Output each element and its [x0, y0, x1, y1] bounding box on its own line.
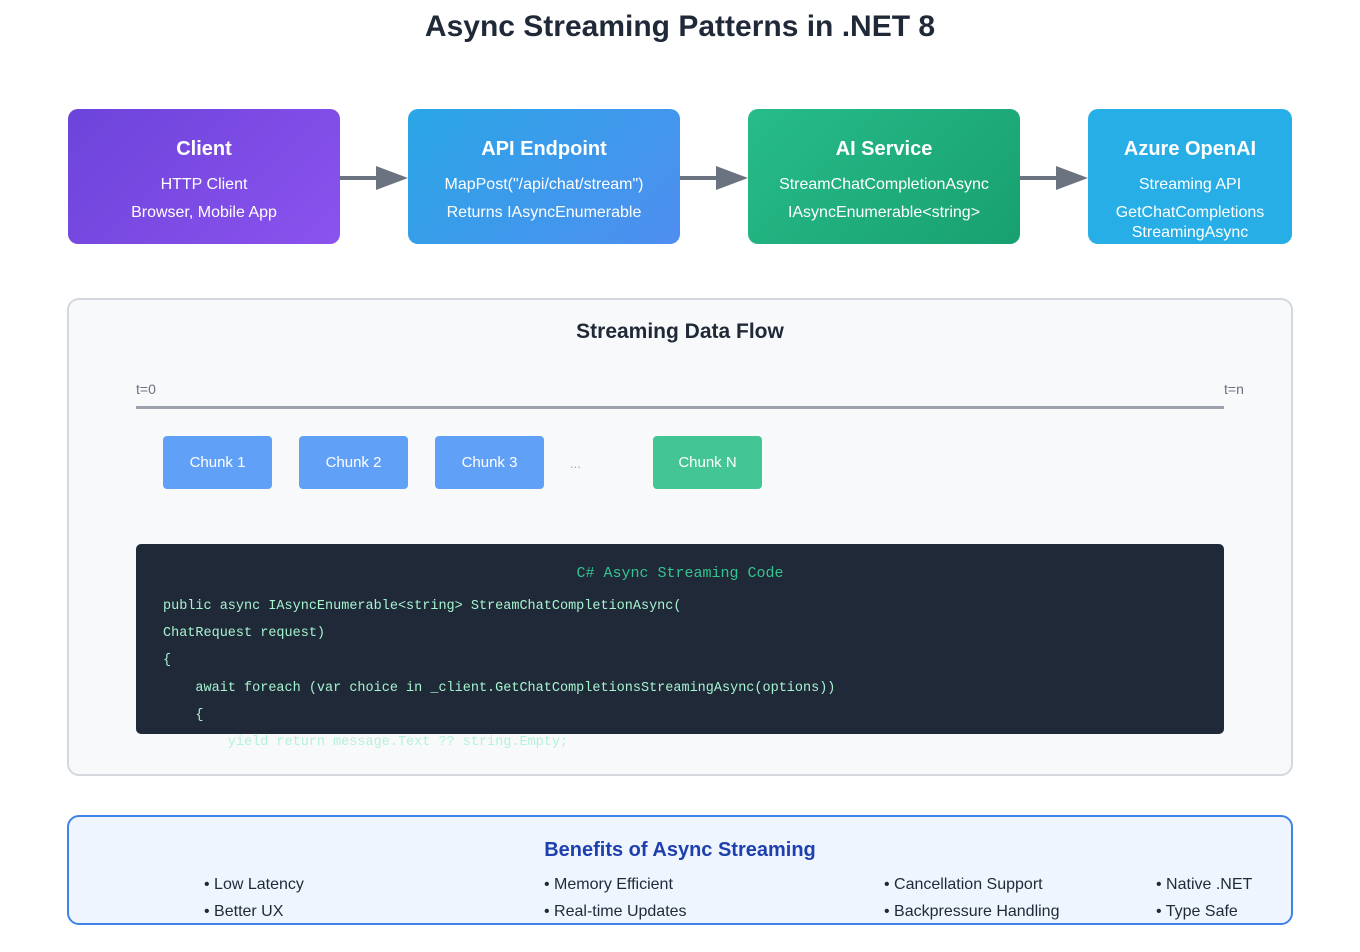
timeline-end-label: t=n — [1224, 381, 1244, 397]
azure-line-1: Streaming API — [1138, 176, 1242, 193]
arrow-client-to-api — [340, 166, 408, 190]
azure-openai-box: Azure OpenAI Streaming API GetChatComple… — [1088, 109, 1292, 244]
page-title: Async Streaming Patterns in .NET 8 — [424, 10, 936, 43]
api-line-2: Returns IAsyncEnumerable — [446, 204, 642, 221]
chunk-1: Chunk 1 — [163, 436, 272, 489]
api-title: API Endpoint — [481, 138, 607, 160]
benefit-item: • Type Safe — [1156, 903, 1238, 920]
code-block — [136, 544, 1224, 734]
code-line-4: await foreach (var choice in _client.Get… — [163, 681, 836, 696]
code-line-1: public async IAsyncEnumerable<string> St… — [163, 599, 682, 614]
code-title: C# Async Streaming Code — [576, 565, 784, 582]
benefit-item: • Low Latency — [204, 876, 304, 893]
benefit-item: • Native .NET — [1156, 876, 1253, 893]
chunk-3: Chunk 3 — [435, 436, 544, 489]
benefit-item: • Real-time Updates — [544, 903, 687, 920]
benefit-item: • Cancellation Support — [884, 876, 1043, 893]
data-flow-title: Streaming Data Flow — [576, 320, 784, 343]
benefits-title: Benefits of Async Streaming — [544, 839, 816, 861]
azure-line-3: StreamingAsync — [1131, 224, 1249, 241]
benefits-panel — [67, 815, 1293, 925]
ai-title: AI Service — [835, 138, 933, 160]
client-line-2: Browser, Mobile App — [131, 204, 277, 221]
chunk-2: Chunk 2 — [299, 436, 408, 489]
azure-title: Azure OpenAI — [1123, 138, 1257, 160]
api-line-1: MapPost("/api/chat/stream") — [444, 176, 644, 193]
code-line-3: { — [163, 653, 172, 668]
client-box: Client HTTP Client Browser, Mobile App — [68, 109, 340, 244]
benefit-item: • Better UX — [204, 903, 284, 920]
chunk-ellipsis: ... — [570, 456, 581, 471]
arrow-api-to-ai — [680, 166, 748, 190]
code-line-5: { — [163, 708, 204, 723]
client-title: Client — [176, 138, 232, 160]
arrow-ai-to-azure — [1020, 166, 1088, 190]
ai-service-box: AI Service StreamChatCompletionAsync IAs… — [748, 109, 1020, 244]
api-endpoint-box: API Endpoint MapPost("/api/chat/stream")… — [408, 109, 680, 244]
ai-line-1: StreamChatCompletionAsync — [779, 176, 989, 193]
timeline-line — [136, 406, 1224, 409]
benefit-item: • Memory Efficient — [544, 876, 673, 893]
azure-line-2: GetChatCompletions — [1115, 204, 1265, 221]
timeline-start-label: t=0 — [136, 381, 156, 397]
code-line-6: yield return message.Text ?? string.Empt… — [163, 735, 569, 750]
benefit-item: • Backpressure Handling — [884, 903, 1060, 920]
client-line-1: HTTP Client — [160, 176, 248, 193]
ai-line-2: IAsyncEnumerable<string> — [787, 204, 981, 221]
chunk-n: Chunk N — [653, 436, 762, 489]
code-line-2: ChatRequest request) — [163, 626, 326, 641]
